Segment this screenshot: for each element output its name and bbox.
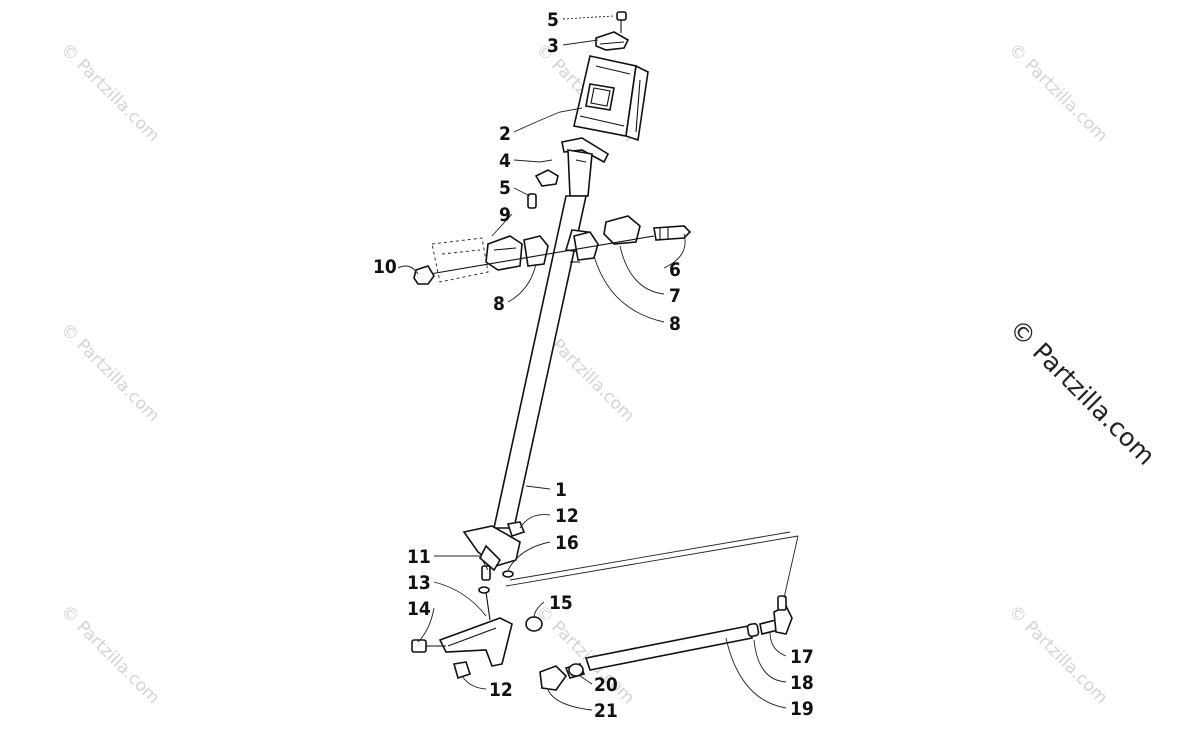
callout-8-right: 8: [669, 313, 681, 335]
callout-6: 6: [669, 259, 681, 281]
mount-block-part: [573, 55, 649, 142]
bearing-clamp-right: [573, 215, 692, 261]
callout-4: 4: [499, 150, 511, 172]
callout-3: 3: [547, 35, 559, 57]
callout-14: 14: [407, 598, 431, 620]
watermark-small: © Partzilla.com: [56, 601, 163, 708]
watermark-small: © Partzilla.com: [1004, 601, 1111, 708]
watermark-small: © Partzilla.com: [56, 39, 163, 146]
callout-7: 7: [669, 285, 681, 307]
callout-9: 9: [499, 204, 511, 226]
callout-12-top: 12: [555, 505, 579, 527]
callout-21: 21: [594, 700, 618, 722]
callout-17: 17: [790, 646, 814, 668]
callout-10: 10: [373, 256, 397, 278]
reference-lines: [505, 531, 799, 599]
leader-lines: [397, 15, 787, 711]
callout-2: 2: [499, 123, 511, 145]
callout-12-bottom: 12: [489, 679, 513, 701]
clip-part: [527, 169, 559, 209]
watermark-small: © Partzilla.com: [1004, 39, 1111, 146]
callout-15: 15: [549, 592, 573, 614]
callout-18: 18: [790, 672, 814, 694]
callout-5-mid: 5: [499, 177, 511, 199]
callout-20: 20: [594, 674, 618, 696]
callout-11: 11: [407, 546, 431, 568]
bearing-clamp-left: [485, 235, 549, 271]
clamp-cap-part: [595, 11, 630, 51]
callout-labels: 5 3 2 4 5 9 10 6 7 8 8 1 12 16 11 13 14 …: [373, 9, 814, 722]
frame-ghost: [413, 237, 489, 285]
support-bracket: [411, 591, 543, 680]
column-head: [561, 137, 610, 197]
callout-1: 1: [555, 479, 567, 501]
watermark-small: © Partzilla.com: [56, 319, 163, 426]
callout-8-left: 8: [493, 293, 505, 315]
lower-bracket: [462, 521, 526, 594]
tie-rod-part: [539, 595, 793, 691]
callout-16: 16: [555, 532, 579, 554]
callout-13: 13: [407, 572, 431, 594]
through-bolt: [429, 235, 655, 275]
callout-19: 19: [790, 698, 814, 720]
callout-5-top: 5: [547, 9, 559, 31]
watermark-large: © Partzilla.com: [1004, 314, 1161, 471]
